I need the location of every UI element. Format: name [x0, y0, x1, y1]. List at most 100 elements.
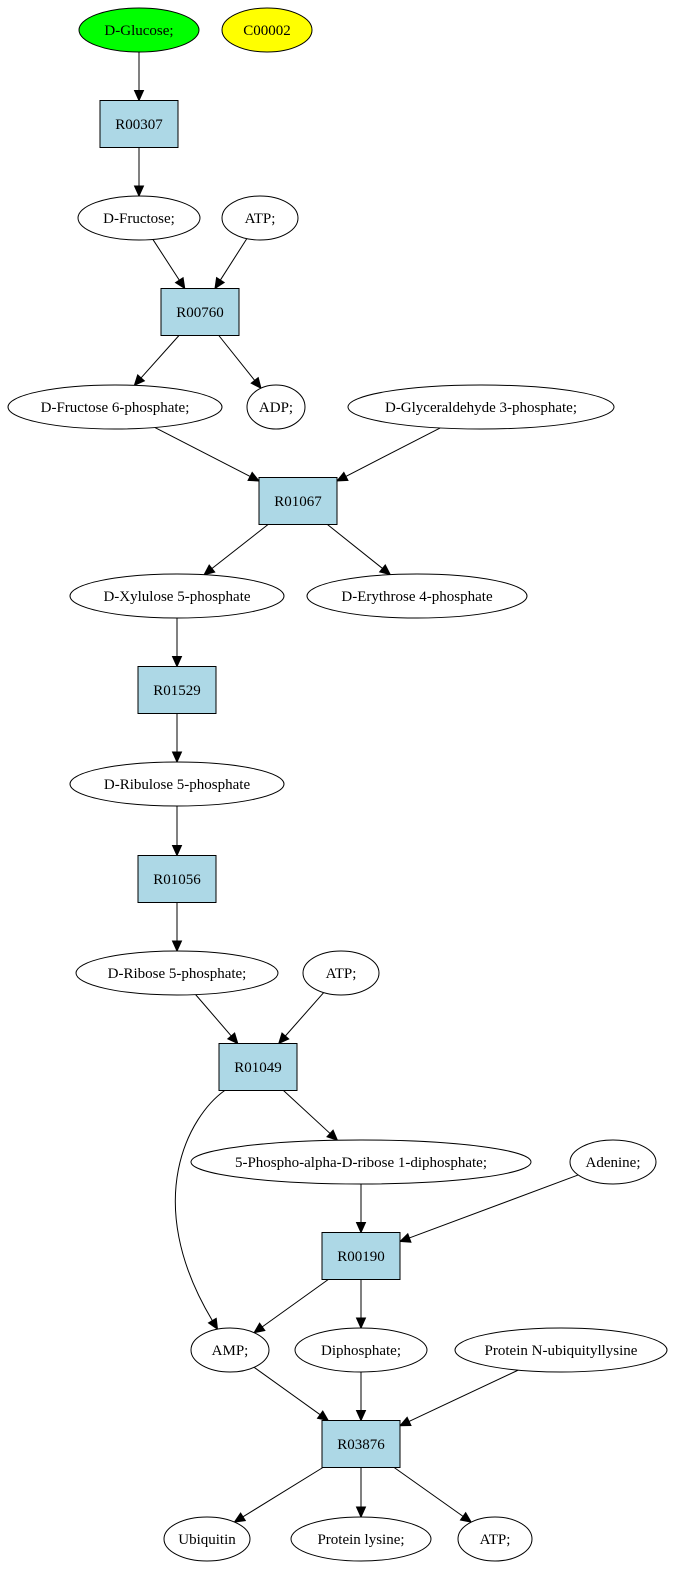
compound-node-fructose[interactable]: D-Fructose;: [77, 195, 201, 241]
node-label: D-Fructose 6-phosphate;: [41, 400, 190, 416]
edge-f6p-to-r01067: [154, 426, 261, 482]
edge-line: [152, 239, 180, 281]
edge-g3p-to-r01067: [335, 427, 441, 482]
arrowhead: [253, 1322, 266, 1334]
compound-node-adenine[interactable]: Adenine;: [569, 1139, 657, 1185]
compound-ellipse: [347, 384, 615, 430]
compound-node-atp3[interactable]: ATP;: [457, 1516, 533, 1562]
compound-node-amp[interactable]: AMP;: [190, 1327, 270, 1373]
reaction-node-r03876[interactable]: R03876: [321, 1420, 401, 1468]
compound-node-f6p[interactable]: D-Fructose 6-phosphate;: [7, 384, 223, 430]
compound-ellipse: [7, 384, 223, 430]
reaction-box: [99, 100, 179, 148]
node-label: D-Xylulose 5-phosphate: [103, 589, 250, 605]
compound-node-atp1[interactable]: ATP;: [221, 195, 299, 241]
node-label: R00760: [176, 305, 224, 321]
edge-r00190-to-amp: [253, 1279, 329, 1334]
compound-node-atp2[interactable]: ATP;: [302, 950, 380, 996]
node-label: R01056: [153, 872, 201, 888]
edge-line: [283, 1090, 331, 1134]
edge-xylulose-to-r01529: [171, 618, 183, 668]
compound-ellipse: [77, 195, 201, 241]
edge-protubq-to-r03876: [398, 1369, 519, 1427]
reaction-node-r00190[interactable]: R00190: [321, 1232, 401, 1280]
arrowhead: [398, 1416, 412, 1427]
arrowhead: [247, 471, 261, 482]
edge-ribose5p-to-r01049: [195, 994, 239, 1045]
node-label: ATP;: [326, 966, 357, 982]
node-label: C00002: [243, 23, 291, 39]
arrowhead: [355, 1222, 367, 1234]
edge-r03876-to-ubiquitin: [233, 1467, 324, 1523]
edge-line: [211, 524, 269, 569]
compound-node-glucose[interactable]: D-Glucose;: [78, 7, 200, 53]
edges-layer: [133, 52, 579, 1523]
arrowhead: [277, 1032, 290, 1045]
compound-node-diphosphate[interactable]: Diphosphate;: [294, 1327, 428, 1373]
reaction-node-r00307[interactable]: R00307: [99, 100, 179, 148]
compound-ellipse: [569, 1139, 657, 1185]
compound-ellipse: [221, 195, 299, 241]
compound-node-protubq[interactable]: Protein N-ubiquityllysine: [454, 1327, 668, 1373]
arrowhead: [171, 751, 183, 764]
edge-r00760-to-f6p: [133, 335, 180, 387]
compound-ellipse: [457, 1516, 533, 1562]
compound-node-g3p[interactable]: D-Glyceraldehyde 3-phosphate;: [347, 384, 615, 430]
reaction-box: [137, 666, 217, 714]
arrowhead: [207, 1317, 219, 1331]
node-label: R03876: [337, 1437, 385, 1453]
arrowhead: [203, 564, 216, 576]
node-label: R01049: [234, 1060, 282, 1076]
compound-node-ubiquitin[interactable]: Ubiquitin: [163, 1516, 251, 1562]
compound-node-ribose5p[interactable]: D-Ribose 5-phosphate;: [75, 950, 279, 996]
arrowhead: [171, 656, 183, 668]
node-label: D-Ribulose 5-phosphate: [104, 777, 251, 793]
compound-node-ribulose[interactable]: D-Ribulose 5-phosphate: [69, 761, 285, 807]
reaction-node-r01067[interactable]: R01067: [258, 477, 338, 525]
node-label: D-Ribose 5-phosphate;: [108, 966, 247, 982]
compound-ellipse: [163, 1516, 251, 1562]
compound-node-protlys[interactable]: Protein lysine;: [290, 1516, 432, 1562]
edge-r01067-to-erythrose: [327, 524, 392, 576]
compound-ellipse: [246, 384, 306, 430]
edge-fructose-to-r00760: [152, 239, 186, 290]
reaction-node-r01056[interactable]: R01056: [137, 855, 217, 903]
compound-node-erythrose[interactable]: D-Erythrose 4-phosphate: [306, 573, 528, 619]
edge-line: [242, 1467, 324, 1518]
edge-glucose-to-r00307: [133, 52, 145, 102]
compound-node-prpp[interactable]: 5-Phospho-alpha-D-ribose 1-diphosphate;: [190, 1139, 532, 1185]
reaction-node-r00760[interactable]: R00760: [160, 288, 240, 336]
edge-line: [218, 335, 256, 381]
arrowhead: [133, 90, 145, 102]
node-label: AMP;: [212, 1343, 249, 1359]
arrowhead: [174, 276, 186, 290]
node-label: D-Glyceraldehyde 3-phosphate;: [385, 400, 577, 416]
arrowhead: [355, 1410, 367, 1422]
edge-diphosphate-to-r03876: [355, 1372, 367, 1422]
reaction-box: [258, 477, 338, 525]
edge-r00760-to-adp: [218, 335, 262, 390]
arrowhead: [355, 1317, 367, 1330]
compound-ellipse: [454, 1327, 668, 1373]
reaction-node-r01049[interactable]: R01049: [218, 1043, 298, 1091]
arrowhead: [250, 376, 262, 390]
edge-line: [195, 994, 232, 1037]
edge-prpp-to-r00190: [355, 1184, 367, 1234]
compound-node-xylulose[interactable]: D-Xylulose 5-phosphate: [69, 573, 285, 619]
compound-ellipse: [69, 573, 285, 619]
reaction-node-r01529[interactable]: R01529: [137, 666, 217, 714]
edge-adenine-to-r00190: [398, 1174, 579, 1243]
compound-ellipse: [290, 1516, 432, 1562]
arrowhead: [398, 1232, 412, 1243]
edge-line: [174, 1090, 225, 1321]
compound-ellipse: [302, 950, 380, 996]
compound-ellipse: [75, 950, 279, 996]
compound-node-c00002[interactable]: C00002: [221, 7, 313, 53]
arrowhead: [233, 1512, 247, 1523]
compound-node-adp[interactable]: ADP;: [246, 384, 306, 430]
node-label: Protein N-ubiquityllysine: [485, 1343, 638, 1359]
node-label: R01067: [274, 494, 322, 510]
edge-line: [345, 427, 441, 477]
